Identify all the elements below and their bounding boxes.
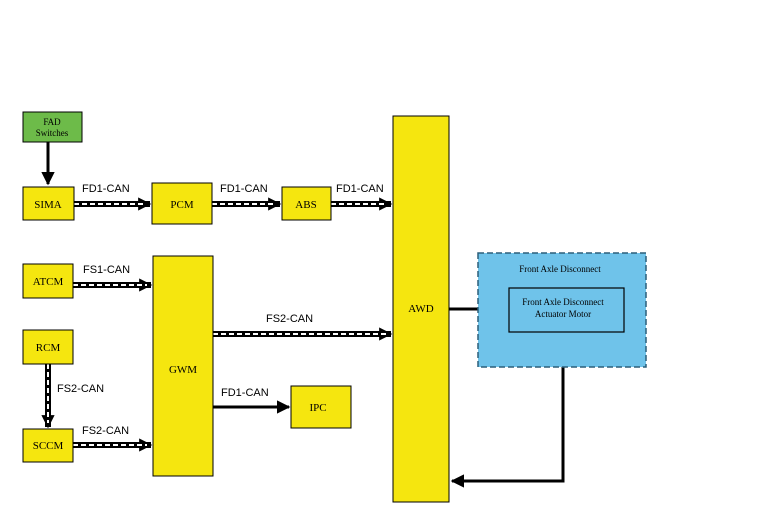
atcm-box: [22, 263, 74, 299]
gwm-box: [152, 255, 214, 477]
abs-label: ABS: [295, 199, 316, 211]
pcm-box: [151, 182, 213, 225]
ipc-label: IPC: [309, 402, 326, 414]
sccm-label: SCCM: [33, 440, 64, 452]
fad-switches-box: [22, 111, 83, 143]
bus-label-gwm-ipc: FD1-CAN: [221, 387, 269, 399]
fad-to-awd-feedback-arrow: [450, 367, 565, 488]
gwm-label: GWM: [169, 364, 197, 376]
bus-label-pcm-abs: FD1-CAN: [220, 183, 268, 195]
ipc-box: [290, 385, 352, 429]
bus-label-gwm-awd: FS2-CAN: [266, 313, 313, 325]
rcm-label: RCM: [36, 342, 61, 354]
bus-label-rcm-sccm: FS2-CAN: [57, 383, 104, 395]
bus-label-sima-pcm: FD1-CAN: [82, 183, 130, 195]
abs-box: [281, 186, 332, 221]
fad-motor-label-line1: Front Axle Disconnect: [522, 297, 604, 307]
bus-label-abs-awd: FD1-CAN: [336, 183, 384, 195]
atcm-label: ATCM: [33, 276, 64, 288]
fad-switches-label-line2: Switches: [36, 128, 69, 138]
bus-label-atcm-gwm: FS1-CAN: [83, 264, 130, 276]
bus-label-sccm-gwm: FS2-CAN: [82, 425, 129, 437]
sccm-box: [22, 428, 74, 463]
fad-motor-label-line2: Actuator Motor: [535, 309, 591, 319]
awd-label: AWD: [408, 303, 433, 315]
fad-group-label: Front Axle Disconnect: [519, 264, 601, 274]
awd-box: [392, 115, 450, 503]
fad-motor-box: [508, 287, 625, 333]
rcm-box: [22, 329, 74, 365]
sima-box: [22, 186, 75, 221]
sima-label: SIMA: [34, 199, 62, 211]
fad-switches-label-line1: FAD: [43, 117, 61, 127]
pcm-label: PCM: [170, 199, 193, 211]
